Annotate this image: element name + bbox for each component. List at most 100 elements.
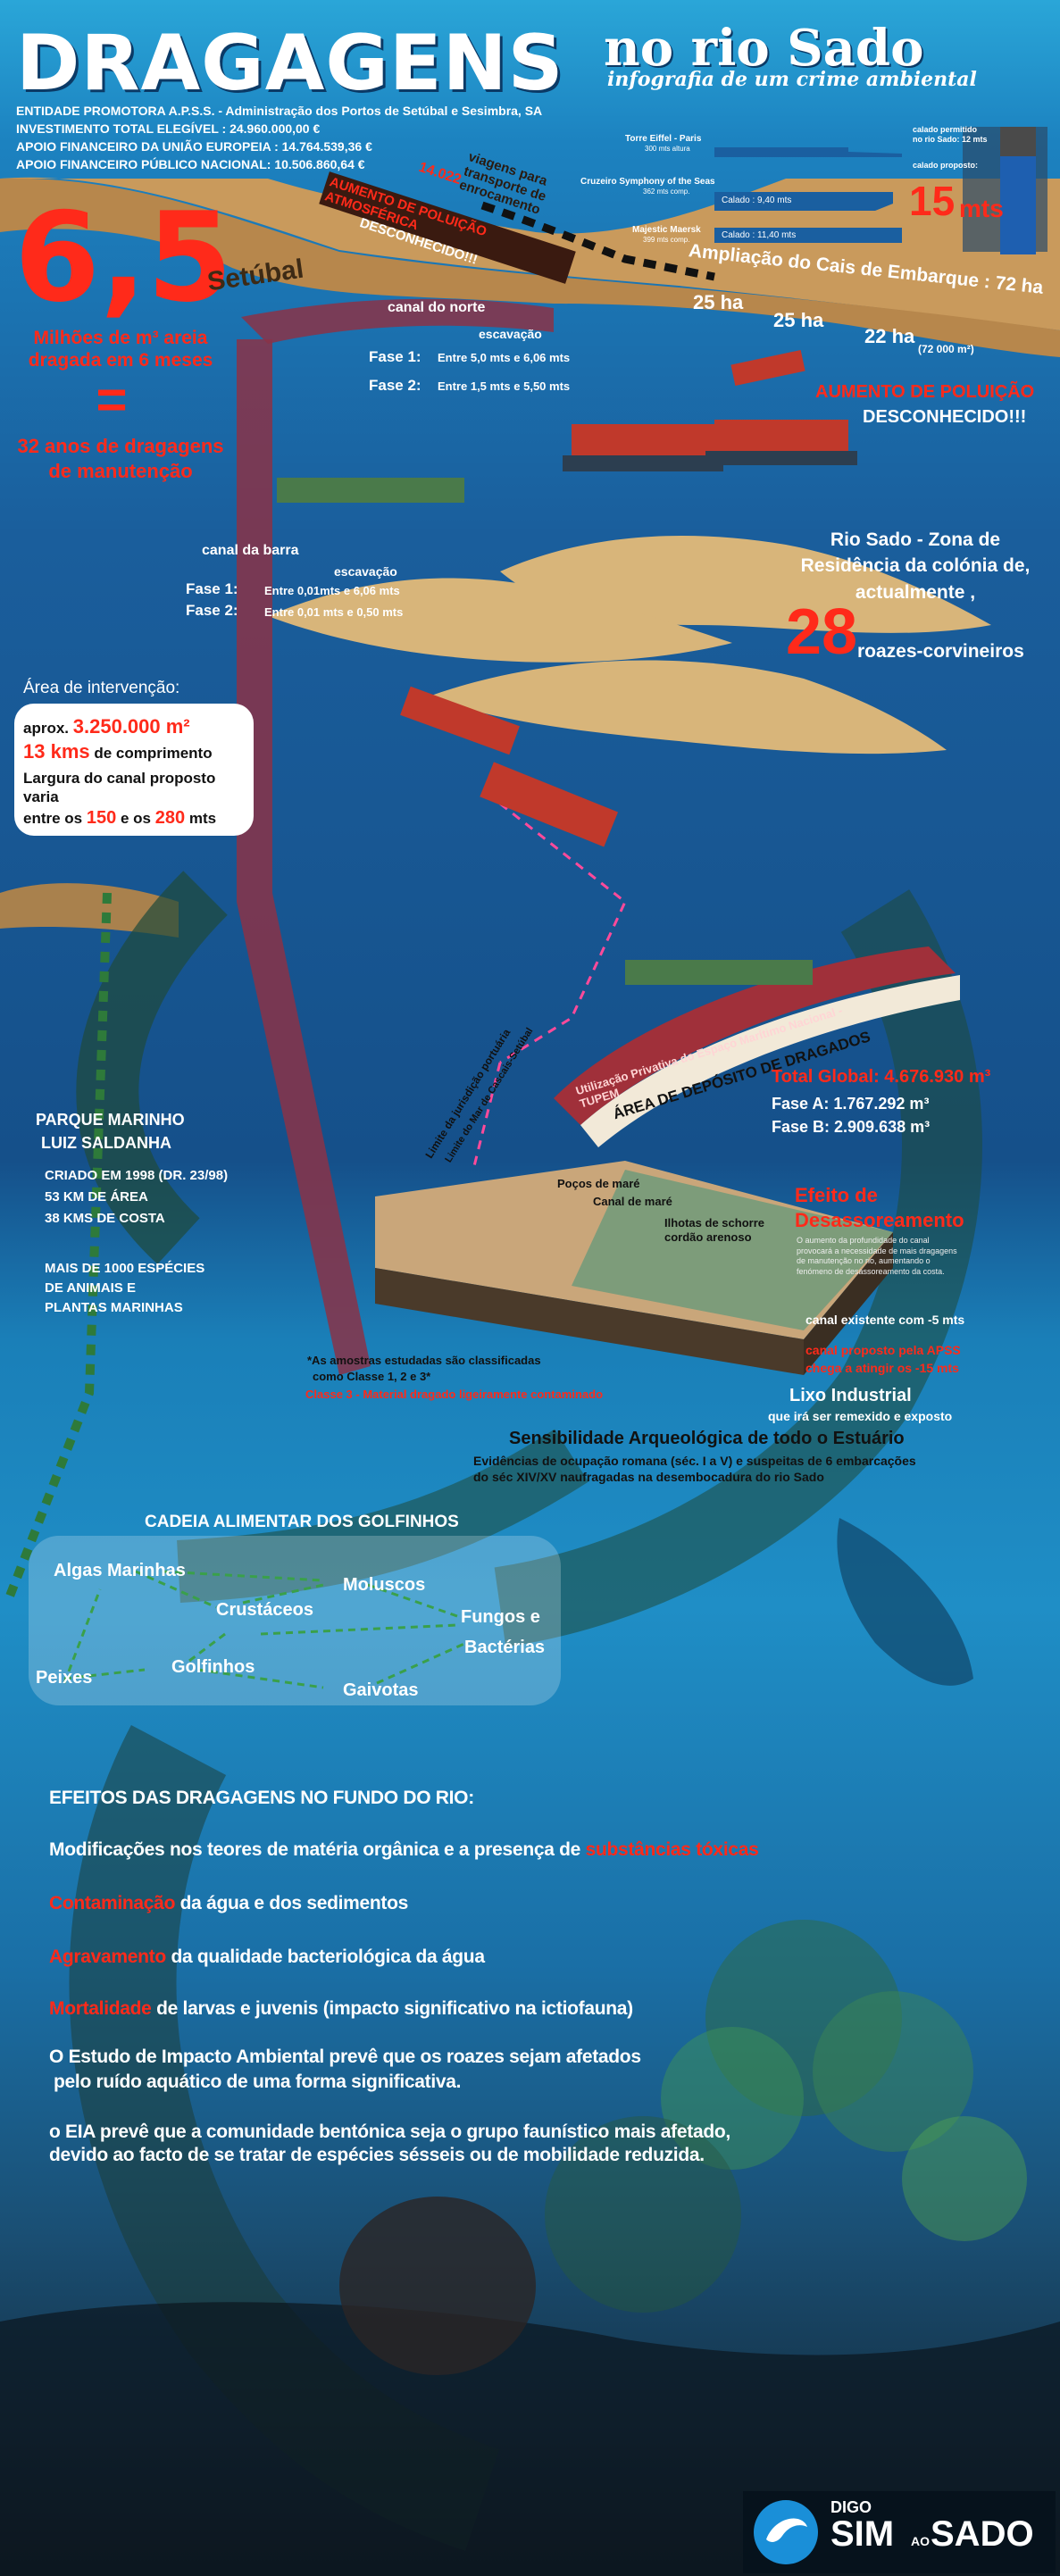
effect-1: Modificações nos teores de matéria orgân…	[49, 1839, 759, 1861]
effect-4-text: de larvas e juvenis (impacto significati…	[156, 1998, 633, 2019]
effect-2-text: da água e dos sedimentos	[179, 1893, 409, 1913]
intervention-width-min: 150	[86, 807, 117, 828]
chain-algae: Algas Marinhas	[54, 1561, 186, 1580]
existing-canal-label: canal existente com -5 mts	[805, 1313, 965, 1327]
tidal-canal-label: Canal de maré	[593, 1195, 672, 1208]
effect-6a: o EIA prevê que a comunidade bentónica s…	[49, 2122, 730, 2142]
canal-barra-phase2-value: Entre 0,01 mts e 0,50 mts	[264, 605, 404, 619]
effect-2-highlight: Contaminação	[49, 1893, 176, 1913]
quay-area-2: 25 ha	[773, 309, 824, 331]
page-tagline: infografia de um crime ambiental	[607, 68, 977, 91]
intervention-length-value: 13 kms	[23, 739, 90, 763]
intervention-width-prefix: entre os	[23, 809, 83, 827]
intervention-width-and: e os	[120, 809, 152, 827]
logo-line-2b: AO	[911, 2534, 930, 2548]
maersk-length: 399 mts comp.	[643, 236, 690, 244]
proposed-draft-unit: mts	[959, 195, 1004, 222]
effect-2: Contaminação da água e dos sedimentos	[49, 1893, 408, 1914]
food-chain-arrows	[63, 1570, 467, 1689]
proposed-draft-value: 15	[909, 178, 956, 224]
canal-norte-phase1-label: Fase 1:	[369, 348, 421, 365]
canal-barra-phase2-label: Fase 2:	[186, 602, 238, 619]
archaeology-text-2: do séc XIV/XV naufragadas na desembocadu…	[473, 1470, 824, 1484]
effect-1-highlight: substâncias tóxicas	[585, 1839, 759, 1860]
maersk-label: Majestic Maersk	[632, 225, 701, 235]
park-title-1: PARQUE MARINHO	[36, 1111, 185, 1129]
samples-note-1: *As amostras estudadas são classificadas	[307, 1354, 541, 1367]
symphony-draft: Calado : 9,40 mts	[722, 196, 792, 205]
effect-5a: O Estudo de Impacto Ambiental prevê que …	[49, 2047, 641, 2067]
logo-line-2c: SADO	[931, 2514, 1034, 2554]
dolphin-species: roazes-corvineiros	[857, 641, 1024, 662]
logo-line-1: DIGO	[830, 2498, 872, 2516]
intervention-title: Área de intervenção:	[23, 679, 180, 697]
maersk-draft: Calado : 11,40 mts	[722, 230, 797, 240]
chain-gulls: Gaivotas	[343, 1680, 419, 1700]
effect-4-highlight: Mortalidade	[49, 1998, 152, 2019]
park-species-1: MAIS DE 1000 ESPÉCIES	[45, 1261, 205, 1276]
intervention-length-suffix: de comprimento	[94, 744, 213, 762]
canal-barra-phase1-label: Fase 1:	[186, 580, 238, 597]
archaeology-text-1: Evidências de ocupação romana (séc. I a …	[473, 1454, 916, 1468]
effect-1-text: Modificações nos teores de matéria orgân…	[49, 1839, 581, 1860]
industrial-waste-title: Lixo Industrial	[789, 1386, 912, 1405]
pollution-title: AUMENTO DE POLUIÇÃO	[815, 382, 1035, 402]
park-title-2: LUIZ SALDANHA	[41, 1134, 171, 1152]
quay-area-3-note: (72 000 m²)	[918, 343, 974, 355]
intervention-area-value: 3.250.000 m²	[72, 715, 190, 738]
park-area: 53 KM DE ÁREA	[45, 1189, 148, 1205]
park-coast: 38 KMS DE COSTA	[45, 1211, 165, 1226]
deposit-phase-a: Fase A: 1.767.292 m³	[772, 1095, 930, 1113]
canal-norte-title: canal do norte	[388, 300, 486, 315]
page-title: DRAGAGENS	[16, 19, 564, 108]
page-subtitle: no rio Sado	[604, 19, 924, 78]
silting-title-2: Desassoreamento	[795, 1209, 964, 1231]
canal-barra-phase1-value: Entre 0,01mts e 6,06 mts	[264, 584, 400, 597]
silting-text: O aumento da profundidade do canal provo…	[797, 1236, 957, 1277]
quay-area-3: 22 ha	[864, 325, 915, 347]
funding-eu: APOIO FINANCEIRO DA UNIÃO EUROPEIA : 14.…	[16, 139, 372, 154]
intervention-area-prefix: aprox.	[23, 720, 70, 737]
sand-volume-caption: Milhões de m³ areia dragada em 6 meses	[28, 328, 213, 371]
effect-4: Mortalidade de larvas e juvenis (impacto…	[49, 1998, 633, 2020]
canal-norte-phase2-label: Fase 2:	[369, 377, 421, 394]
effect-3: Agravamento da qualidade bacteriológica …	[49, 1947, 485, 1968]
archaeology-title: Sensibilidade Arqueológica de todo o Est…	[509, 1429, 905, 1448]
funding-total: INVESTIMENTO TOTAL ELEGÍVEL : 24.960.000…	[16, 121, 321, 136]
funding-entity: ENTIDADE PROMOTORA A.P.S.S. - Administra…	[16, 104, 543, 118]
samples-note-3: Classe 3 - Material dragado ligeiramente…	[305, 1388, 604, 1401]
food-chain-title: CADEIA ALIMENTAR DOS GOLFINHOS	[145, 1513, 459, 1531]
dolphin-residence-text: Rio Sado - Zona de Residência da colónia…	[800, 529, 1031, 603]
chain-fungi: Fungos e	[461, 1607, 540, 1627]
wells-label: Poços de maré	[557, 1177, 640, 1190]
chain-fish: Peixes	[36, 1668, 93, 1688]
proposed-canal-label-1: canal proposto pela APSS	[805, 1343, 961, 1357]
sand-cord-label: cordão arenoso	[664, 1230, 752, 1244]
chain-dolphins: Golfinhos	[171, 1657, 255, 1677]
food-chain-box	[29, 1536, 561, 1705]
silting-title: Efeito de	[795, 1184, 878, 1206]
samples-note-2: como Classe 1, 2 e 3*	[313, 1370, 431, 1383]
proposed-draft-label: calado proposto:	[913, 161, 979, 170]
eiffel-height: 300 mts altura	[645, 145, 690, 153]
effect-3-highlight: Agravamento	[49, 1947, 166, 1967]
canal-barra-excavation: escavação	[334, 564, 397, 579]
chain-crustaceans: Crustáceos	[216, 1600, 313, 1620]
maintenance-years-caption: 32 anos de dragagens de manutenção	[17, 435, 224, 482]
funding-national: APOIO FINANCEIRO PÚBLICO NACIONAL: 10.50…	[16, 157, 365, 171]
canal-norte-excavation: escavação	[479, 327, 542, 341]
park-species-3: PLANTAS MARINHAS	[45, 1300, 183, 1315]
dolphin-logo-icon	[754, 2500, 818, 2564]
canal-barra-title: canal da barra	[202, 543, 299, 558]
chain-bacteria: Bactérias	[464, 1638, 546, 1657]
effects-title: EFEITOS DAS DRAGAGENS NO FUNDO DO RIO:	[49, 1788, 474, 1808]
park-species-2: DE ANIMAIS E	[45, 1280, 136, 1296]
intervention-width-text: Largura do canal proposto varia	[23, 770, 216, 806]
logo-line-2a: SIM	[830, 2514, 895, 2554]
pollution-unknown: DESCONHECIDO!!!	[863, 407, 1027, 427]
allowed-draft: calado permitido no rio Sado: 12 mts	[913, 125, 988, 144]
effect-3-text: da qualidade bacteriológica da água	[171, 1947, 485, 1967]
logo: DIGO SIM AO SADO	[743, 2491, 1056, 2573]
deposit-phase-b: Fase B: 2.909.638 m³	[772, 1118, 931, 1136]
industrial-waste-text: que irá ser remexido e exposto	[768, 1409, 953, 1423]
